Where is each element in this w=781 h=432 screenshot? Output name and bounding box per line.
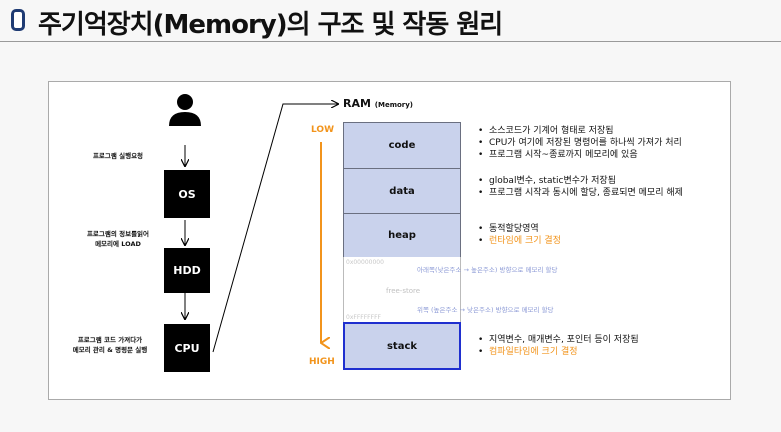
low-label: LOW <box>311 125 334 135</box>
header: 주기억장치(Memory)의 구조 및 작동 원리 <box>0 0 781 44</box>
desc-text: 동적할당영역 <box>489 224 539 234</box>
high-label: HIGH <box>309 357 335 367</box>
step-exec-line2: 메모리 관리 & 명령문 실행 <box>72 346 148 354</box>
desc-text: 지역변수, 매개변수, 포인터 등이 저장됨 <box>489 335 639 345</box>
segment-heap: heap <box>343 213 461 258</box>
header-divider <box>0 41 781 42</box>
free-store-label: free-store <box>386 287 421 295</box>
desc-text-highlight: 런타임에 크기 결정 <box>489 236 561 246</box>
list-item: •CPU가 여기에 저장된 명령어를 하나씩 가져가 처리 <box>478 138 682 148</box>
list-item: •프로그램 시작과 동시에 할당, 종료되면 메모리 해제 <box>478 188 683 198</box>
address-low: 0x00000000 <box>346 259 384 266</box>
data-description: •global변수, static변수가 저장됨 •프로그램 시작과 동시에 할… <box>478 175 683 199</box>
step-request-label: 프로그램 실행요청 <box>92 152 144 160</box>
list-item: •프로그램 시작~종료까지 메모리에 있음 <box>478 150 638 160</box>
desc-text: global변수, static변수가 저장됨 <box>489 176 616 186</box>
step-exec-label: 프로그램 코드 가져다가 메모리 관리 & 명령문 실행 <box>62 335 158 355</box>
hdd-block: HDD <box>164 248 210 293</box>
heap-direction-note: 아래쪽(낮은주소 → 높은주소) 방향으로 메모리 할당 <box>417 266 558 274</box>
user-icon <box>169 94 201 126</box>
address-high: 0xFFFFFFFF <box>346 314 381 321</box>
segment-code: code <box>343 122 461 169</box>
ram-title-sub: (Memory) <box>374 101 414 109</box>
arrow-cpu-to-ram <box>212 104 338 353</box>
list-item: •지역변수, 매개변수, 포인터 등이 저장됨 <box>478 335 639 345</box>
desc-text-highlight: 컴파일타임에 크기 결정 <box>489 347 578 357</box>
title-bullet-icon <box>11 9 25 31</box>
list-item: •동적할당영역 <box>478 224 539 234</box>
cpu-block: CPU <box>164 324 210 372</box>
list-item: •런타임에 크기 결정 <box>478 236 561 246</box>
page-title: 주기억장치(Memory)의 구조 및 작동 원리 <box>38 10 503 40</box>
segment-stack: stack <box>343 322 461 370</box>
desc-text: 프로그램 시작과 동시에 할당, 종료되면 메모리 해제 <box>489 188 683 198</box>
ram-title: RAM (Memory) <box>343 97 413 110</box>
stack-description: •지역변수, 매개변수, 포인터 등이 저장됨 •컴파일타임에 크기 결정 <box>478 334 639 358</box>
list-item: •global변수, static변수가 저장됨 <box>478 176 616 186</box>
ram-title-main: RAM <box>343 97 371 110</box>
list-item: •컴파일타임에 크기 결정 <box>478 347 578 357</box>
heap-description: •동적할당영역 •런타임에 크기 결정 <box>478 223 561 247</box>
segment-data: data <box>343 168 461 214</box>
free-store-region <box>343 257 461 323</box>
os-block: OS <box>164 170 210 218</box>
desc-text: 프로그램 시작~종료까지 메모리에 있음 <box>489 150 638 160</box>
code-description: •소스코드가 기계어 형태로 저장됨 •CPU가 여기에 저장된 명령어를 하나… <box>478 125 682 161</box>
step-load-label: 프로그램의 정보를읽어 메모리에 LOAD <box>70 229 166 249</box>
step-exec-line1: 프로그램 코드 가져다가 <box>77 336 143 344</box>
stack-direction-note: 위쪽 (높은주소 → 낮은주소) 방향으로 메모리 할당 <box>417 306 554 314</box>
step-load-line2: 메모리에 LOAD <box>95 240 141 248</box>
list-item: •소스코드가 기계어 형태로 저장됨 <box>478 126 614 136</box>
step-load-line1: 프로그램의 정보를읽어 <box>86 230 150 238</box>
desc-text: CPU가 여기에 저장된 명령어를 하나씩 가져가 처리 <box>489 138 682 148</box>
desc-text: 소스코드가 기계어 형태로 저장됨 <box>489 126 614 136</box>
